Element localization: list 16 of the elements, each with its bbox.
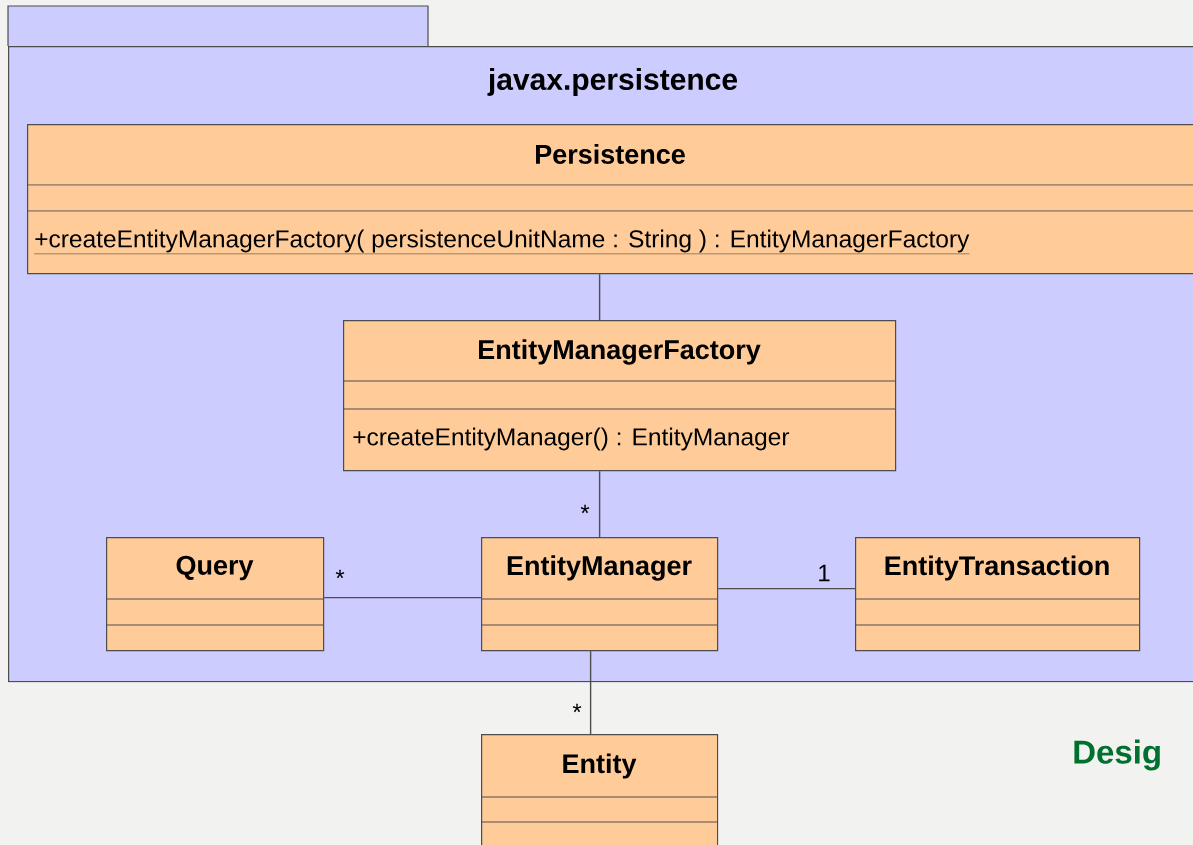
multiplicity-label: * <box>580 504 590 514</box>
association-line <box>323 596 482 599</box>
association-line <box>598 470 601 538</box>
class-box: EntityManager <box>480 537 719 652</box>
multiplicity-label: * <box>335 569 345 579</box>
class-box: EntityManagerFactory +createEntityManager() : EntityManager <box>342 320 897 472</box>
multiplicity-label: 1 <box>819 564 830 582</box>
class-box: Persistence +createEntityManagerFactory( persistenceUnitName : String ) : EntityManagerFactory <box>26 124 1193 275</box>
class-box: Entity <box>480 734 719 845</box>
multiplicity-label: * <box>572 703 582 713</box>
class-box: EntityTransaction <box>854 537 1141 652</box>
class-box: Query <box>105 537 325 652</box>
association-line <box>717 587 856 590</box>
association-line <box>589 650 592 735</box>
heading-text: Desig <box>1074 739 1160 771</box>
association-line <box>598 273 601 321</box>
